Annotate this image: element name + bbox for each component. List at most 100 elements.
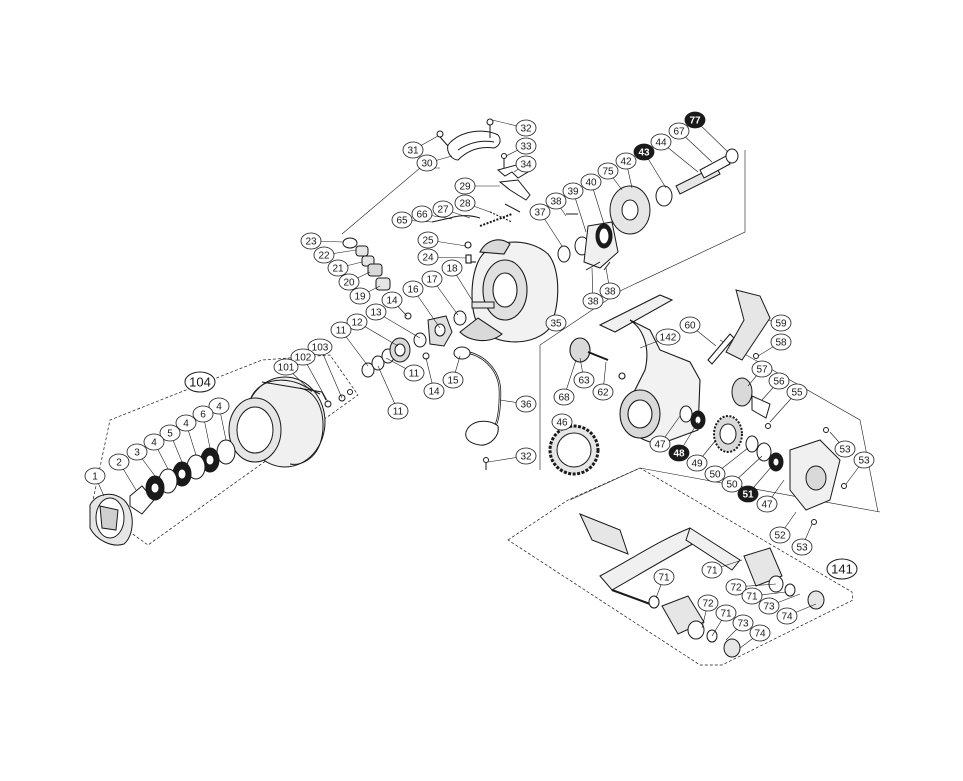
- callout-c11a: 11: [330, 321, 352, 339]
- callout-c55: 55: [786, 383, 808, 401]
- callout-bubble: [192, 405, 214, 423]
- callout-bubble: [776, 607, 798, 625]
- callout-number: 44: [655, 138, 667, 149]
- callout-bubble: [515, 395, 537, 413]
- callout-number: 42: [620, 157, 632, 168]
- group-label-g104: 104: [184, 371, 216, 393]
- spool-assembly-outline: [91, 354, 359, 546]
- callout-bubble: [423, 382, 445, 400]
- callout-bubble: [668, 444, 690, 462]
- callout-c72a: 72: [725, 578, 747, 596]
- callout-c103: 103: [307, 338, 333, 356]
- callout-number: 34: [520, 160, 532, 171]
- assembly-outlines: [91, 354, 854, 666]
- callout-c4c: 4: [143, 433, 165, 451]
- callout-number: 38: [604, 287, 616, 298]
- callout-c3: 3: [126, 443, 148, 461]
- callout-number: 49: [691, 459, 703, 470]
- callout-number: 32: [520, 452, 532, 463]
- callout-number: 24: [422, 253, 434, 264]
- callout-bubble: [402, 280, 424, 298]
- bail-arm-part: [436, 118, 531, 213]
- callout-c30: 30: [416, 154, 438, 172]
- callout-bubble: [551, 413, 573, 431]
- callout-bubble: [175, 414, 197, 432]
- callout-layer: 3231303334292827666525242322212019181716…: [84, 111, 875, 642]
- callout-bubble: [545, 192, 567, 210]
- callout-bubble: [704, 465, 726, 483]
- callout-c50a: 50: [704, 465, 726, 483]
- callout-bubble: [442, 371, 464, 389]
- callout-bubble: [582, 292, 604, 310]
- callout-number: 40: [585, 178, 597, 189]
- callout-c42: 42: [615, 152, 637, 170]
- callout-number: 15: [447, 376, 459, 387]
- callout-bubble: [515, 137, 537, 155]
- callout-number: 59: [775, 319, 787, 330]
- callout-bubble: [365, 303, 387, 321]
- callout-bubble: [701, 561, 723, 579]
- group-bubble: [826, 558, 858, 580]
- callout-c46: 46: [551, 413, 573, 431]
- callout-c29: 29: [454, 177, 476, 195]
- callout-c32a: 32: [515, 119, 537, 137]
- callout-c71c: 71: [741, 587, 763, 605]
- callout-bubble: [421, 270, 443, 288]
- callout-number: 55: [791, 388, 803, 399]
- callout-bubble: [770, 333, 792, 351]
- callout-c73a: 73: [758, 597, 780, 615]
- callout-c74b: 74: [749, 624, 771, 642]
- callout-bubble: [529, 203, 551, 221]
- callout-c56: 56: [768, 372, 790, 390]
- callout-number: 66: [416, 210, 428, 221]
- reel-body-part: [569, 294, 735, 445]
- rotor-shaft-parts: [557, 148, 739, 271]
- callout-number: 39: [567, 187, 579, 198]
- callout-bubble: [432, 200, 454, 218]
- callout-bubble: [338, 273, 360, 291]
- callout-number: 29: [459, 182, 471, 193]
- callout-bubble: [741, 587, 763, 605]
- callout-c71a: 71: [653, 568, 675, 586]
- callout-c39: 39: [562, 182, 584, 200]
- callout-number: 36: [520, 400, 532, 411]
- callout-c67: 67: [668, 122, 690, 140]
- callout-c48: 48: [668, 444, 690, 462]
- callout-number: 56: [773, 377, 785, 388]
- callout-number: 50: [726, 480, 738, 491]
- callout-c38b: 38: [582, 292, 604, 310]
- callout-c47b: 47: [756, 495, 778, 513]
- callout-c37: 37: [529, 203, 551, 221]
- callout-c24: 24: [417, 248, 439, 266]
- callout-number: 35: [550, 319, 562, 330]
- callout-c13: 13: [365, 303, 387, 321]
- callout-number: 3: [134, 448, 140, 459]
- callout-bubble: [732, 614, 754, 632]
- callout-bubble: [416, 154, 438, 172]
- callout-c14b: 14: [423, 382, 445, 400]
- callout-bubble: [721, 475, 743, 493]
- callout-c71d: 71: [715, 604, 737, 622]
- callout-bubble: [633, 143, 655, 161]
- callout-number: 31: [407, 146, 419, 157]
- callout-c73b: 73: [732, 614, 754, 632]
- callout-bubble: [786, 383, 808, 401]
- rotor-part: [431, 211, 559, 343]
- callout-c142: 142: [655, 328, 681, 346]
- callout-bubble: [770, 314, 792, 332]
- callout-number: 60: [684, 321, 696, 332]
- callout-c31: 31: [402, 141, 424, 159]
- callout-bubble: [791, 538, 813, 556]
- callout-bubble: [381, 291, 403, 309]
- callout-bubble: [599, 282, 621, 300]
- callout-bubble: [573, 371, 595, 389]
- callout-c51: 51: [737, 485, 759, 503]
- callout-bubble: [768, 372, 790, 390]
- callout-number: 142: [660, 333, 677, 344]
- callout-number: 101: [278, 363, 295, 374]
- callout-number: 38: [550, 197, 562, 208]
- callout-c65: 65: [391, 211, 413, 229]
- callout-number: 11: [336, 326, 347, 337]
- callout-bubble: [349, 287, 371, 305]
